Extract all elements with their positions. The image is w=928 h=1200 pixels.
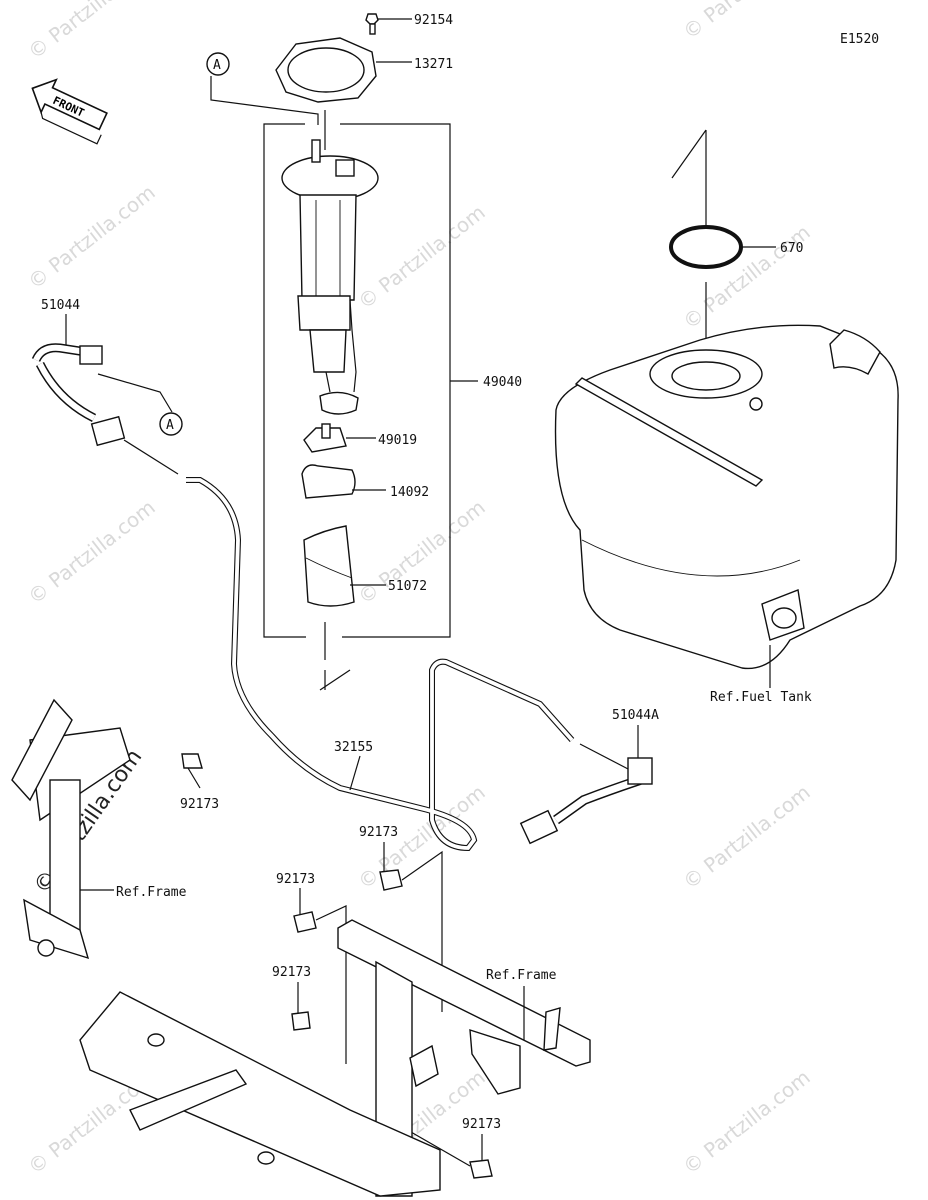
diagram-code: E1520 [840, 32, 879, 47]
watermark: © Partzilla.com [678, 780, 814, 894]
part-number-92173-a: 92173 [180, 797, 219, 812]
frame-lower: Ref.Frame [79, 919, 591, 1197]
watermark: © Partzilla.com [23, 0, 159, 64]
part-number-92173-e: 92173 [462, 1117, 501, 1132]
ref-fuel-tank: Ref.Fuel Tank [710, 690, 812, 705]
clip-92173-d: 92173 [272, 965, 311, 1031]
clip-92173-b: 92173 [359, 825, 443, 1012]
fuel-line-32155: 32155 [123, 439, 575, 852]
watermark: © Partzilla.com [23, 180, 159, 294]
watermark: © Partzilla.com [678, 0, 814, 44]
part-number-51044: 51044 [41, 298, 80, 313]
watermark: © Partzilla.com [678, 1065, 814, 1179]
clip-92173-e: 92173 [403, 1117, 501, 1179]
svg-text:A: A [166, 418, 174, 433]
callout-a-left: A [159, 412, 183, 436]
o-ring-670: 670 [669, 129, 803, 340]
ref-frame-left: Ref.Frame [116, 885, 187, 900]
fuel-tank: Ref.Fuel Tank [554, 324, 899, 705]
part-number-51044A: 51044A [612, 708, 659, 723]
hose-51044A: 51044A [519, 708, 659, 845]
clip-92173-c: 92173 [276, 872, 347, 1064]
part-number-92173-d: 92173 [272, 965, 311, 980]
part-number-51072: 51072 [388, 579, 427, 594]
watermark: © Partzilla.com [23, 495, 159, 609]
filter-49019: 49019 [303, 423, 417, 453]
holder-51072: 51072 [303, 525, 427, 607]
bolt-92154: 92154 [365, 13, 453, 35]
hose-51044: 51044 [31, 298, 173, 447]
front-arrow-icon: FRONT [31, 78, 108, 145]
gasket-13271: 13271 [275, 37, 453, 103]
part-number-49019: 49019 [378, 433, 417, 448]
part-number-92154: 92154 [414, 13, 453, 28]
part-number-670: 670 [780, 241, 803, 256]
ref-frame-lower: Ref.Frame [486, 968, 557, 983]
part-number-13271: 13271 [414, 57, 453, 72]
callout-a-top: A [206, 52, 319, 125]
pump-assembly-bracket: 49040 [263, 110, 522, 691]
part-number-49040: 49040 [483, 375, 522, 390]
fuel-pump [281, 139, 379, 415]
watermark: © Partzilla.com [678, 220, 814, 334]
part-number-92173-c: 92173 [276, 872, 315, 887]
cover-14092: 14092 [301, 464, 429, 500]
part-number-14092: 14092 [390, 485, 429, 500]
part-number-32155: 32155 [334, 740, 373, 755]
frame-left: 92173 Ref.Frame [11, 698, 219, 960]
svg-text:A: A [213, 58, 221, 73]
watermark: © Partzilla.com [353, 200, 489, 314]
part-number-92173-b: 92173 [359, 825, 398, 840]
